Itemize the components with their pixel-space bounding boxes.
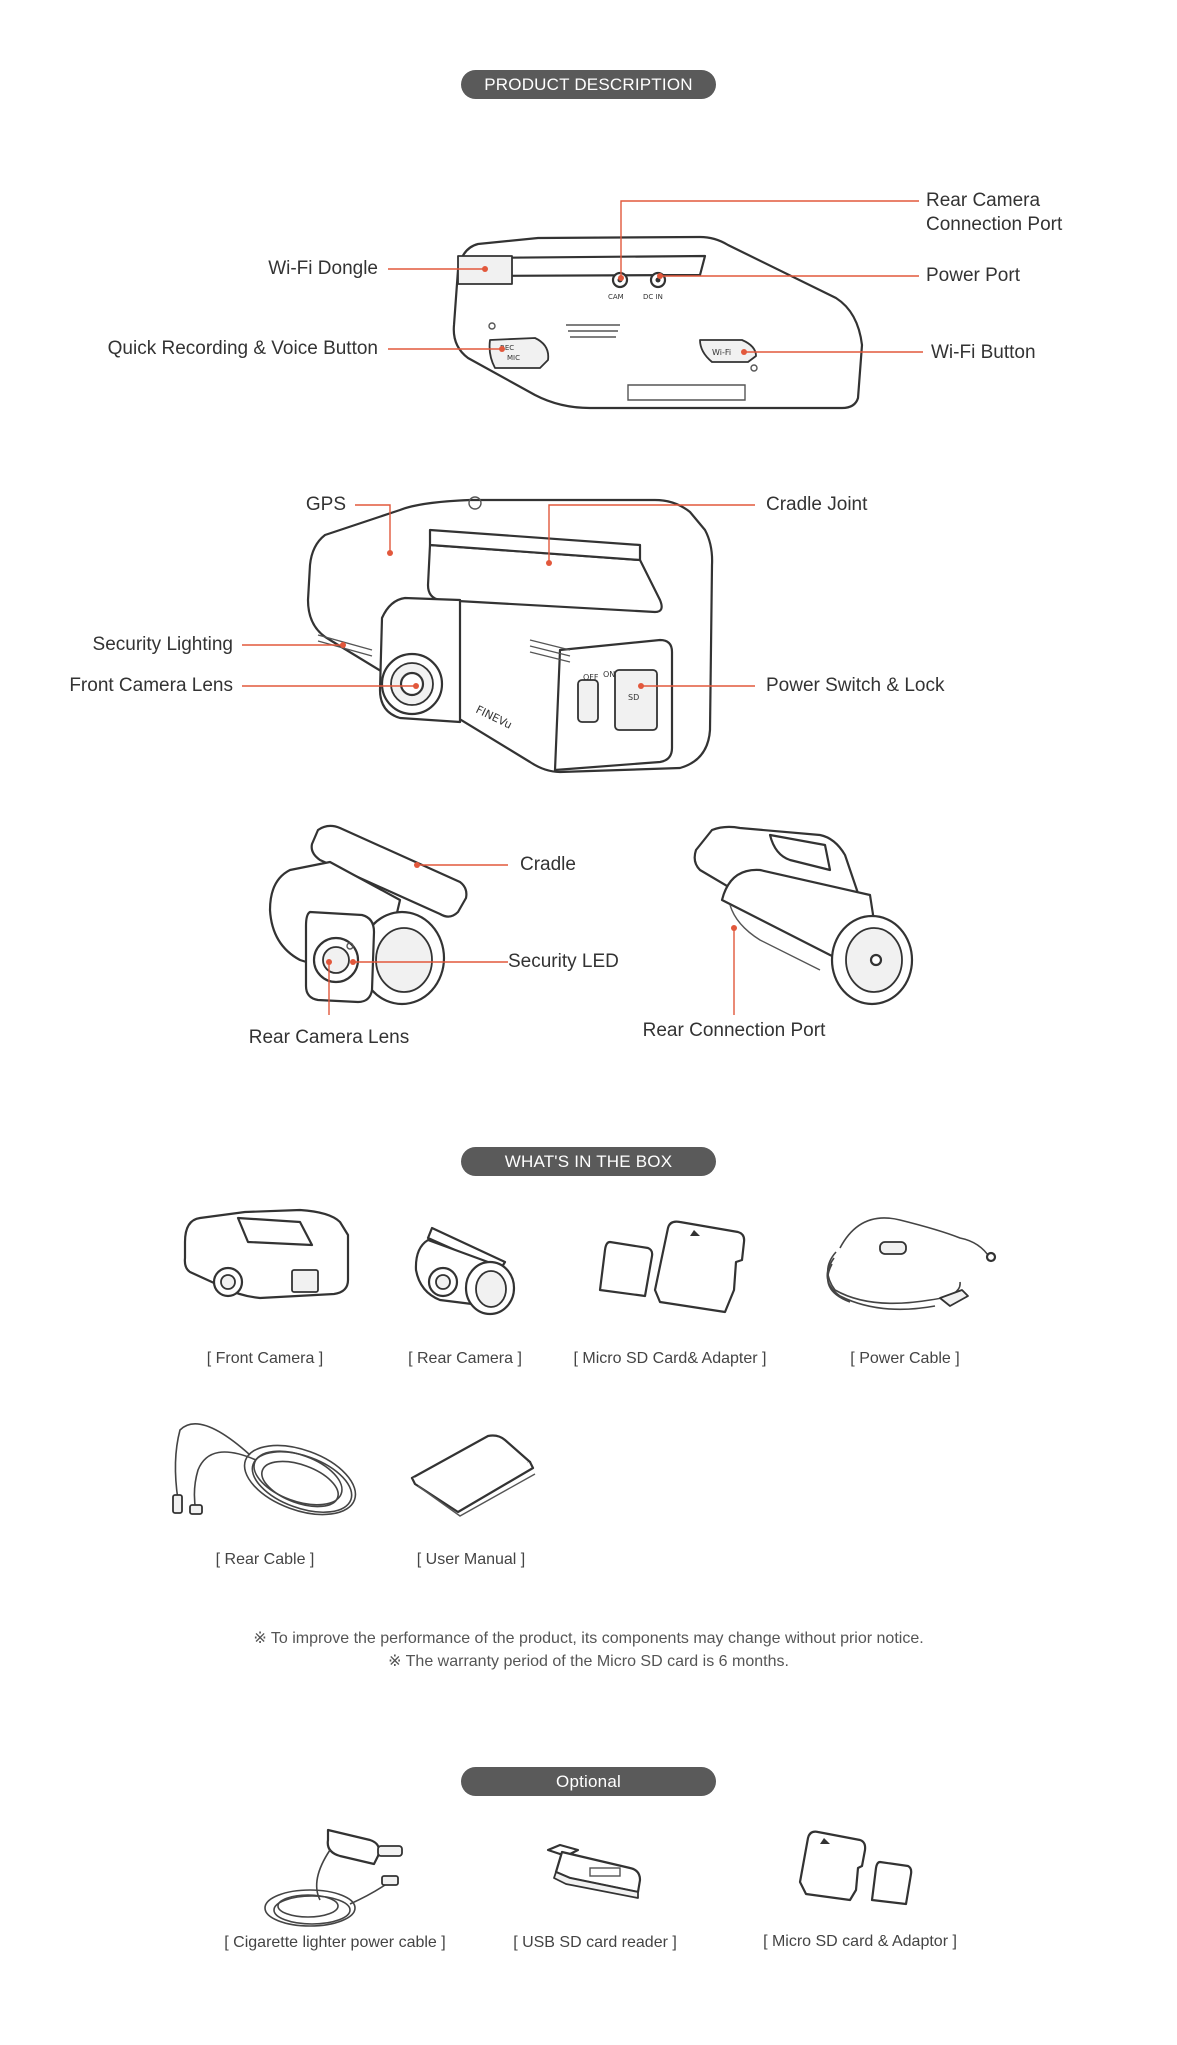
usb-reader-icon [546,1843,642,1899]
note-components: ※ To improve the performance of the prod… [253,1630,924,1647]
label-rear-camera-port-line1: Rear Camera [926,190,1041,211]
rear-camera-icon [414,1226,516,1316]
label-gps: GPS [305,494,346,515]
wifi-button-text: Wi-Fi [712,348,731,357]
switch-off-text: OFF [583,673,599,682]
note-warranty: ※ The warranty period of the Micro SD ca… [388,1653,789,1670]
cigarette-cable-icon [264,1828,403,1927]
caption-user-manual: [ User Manual ] [416,1551,526,1568]
label-cradle-joint: Cradle Joint [766,494,868,515]
caption-sd-card: [ Micro SD Card& Adapter ] [573,1350,767,1367]
label-security-led: Security LED [508,951,619,972]
caption-cigarette-cable: [ Cigarette lighter power cable ] [224,1934,446,1951]
cam-port-text: CAM [608,293,624,301]
dashcam-top-view-illustration: CAM DC IN REC MIC Wi-Fi [452,235,864,410]
dcin-port-text: DC IN [643,293,663,301]
label-rear-connection-port: Rear Connection Port [642,1020,826,1041]
front-camera-icon [183,1208,350,1300]
caption-rear-cable: [ Rear Cable ] [215,1551,315,1568]
mic-button-text: MIC [507,354,520,362]
caption-front-camera: [ Front Camera ] [206,1350,324,1367]
switch-on-text: ON [603,670,615,679]
whats-in-box-heading: WHAT'S IN THE BOX [461,1147,716,1176]
caption-rear-camera: [ Rear Camera ] [408,1350,522,1367]
product-description-heading: PRODUCT DESCRIPTION [461,70,716,99]
label-power-switch: Power Switch & Lock [766,675,945,696]
label-wifi-dongle: Wi-Fi Dongle [268,258,378,279]
rear-camera-front-illustration [268,824,468,1006]
label-rear-camera-lens: Rear Camera Lens [248,1027,410,1048]
caption-usb-reader: [ USB SD card reader ] [513,1934,677,1951]
label-cradle: Cradle [520,854,576,875]
rear-camera-back-illustration [693,825,914,1006]
optional-heading: Optional [461,1767,716,1796]
sd-adaptor-icon [798,1830,913,1906]
sd-card-icon [598,1220,746,1314]
label-security-lighting: Security Lighting [92,634,233,655]
rear-cable-icon [172,1423,357,1516]
label-rear-camera-port-line2: Connection Port [926,214,1063,235]
label-front-camera-lens: Front Camera Lens [69,675,233,696]
sd-slot-text: SD [628,693,639,702]
label-quick-recording: Quick Recording & Voice Button [107,338,378,359]
rec-button-text: REC [500,344,514,352]
label-power-port: Power Port [926,265,1020,286]
caption-sd-adaptor: [ Micro SD card & Adaptor ] [763,1933,957,1950]
label-wifi-button: Wi-Fi Button [931,342,1036,363]
caption-power-cable: [ Power Cable ] [850,1350,960,1367]
manual-icon [410,1434,536,1517]
power-cable-icon [826,1217,997,1311]
dashcam-front-view-illustration: OFF ON SD FINEVu [306,496,714,774]
